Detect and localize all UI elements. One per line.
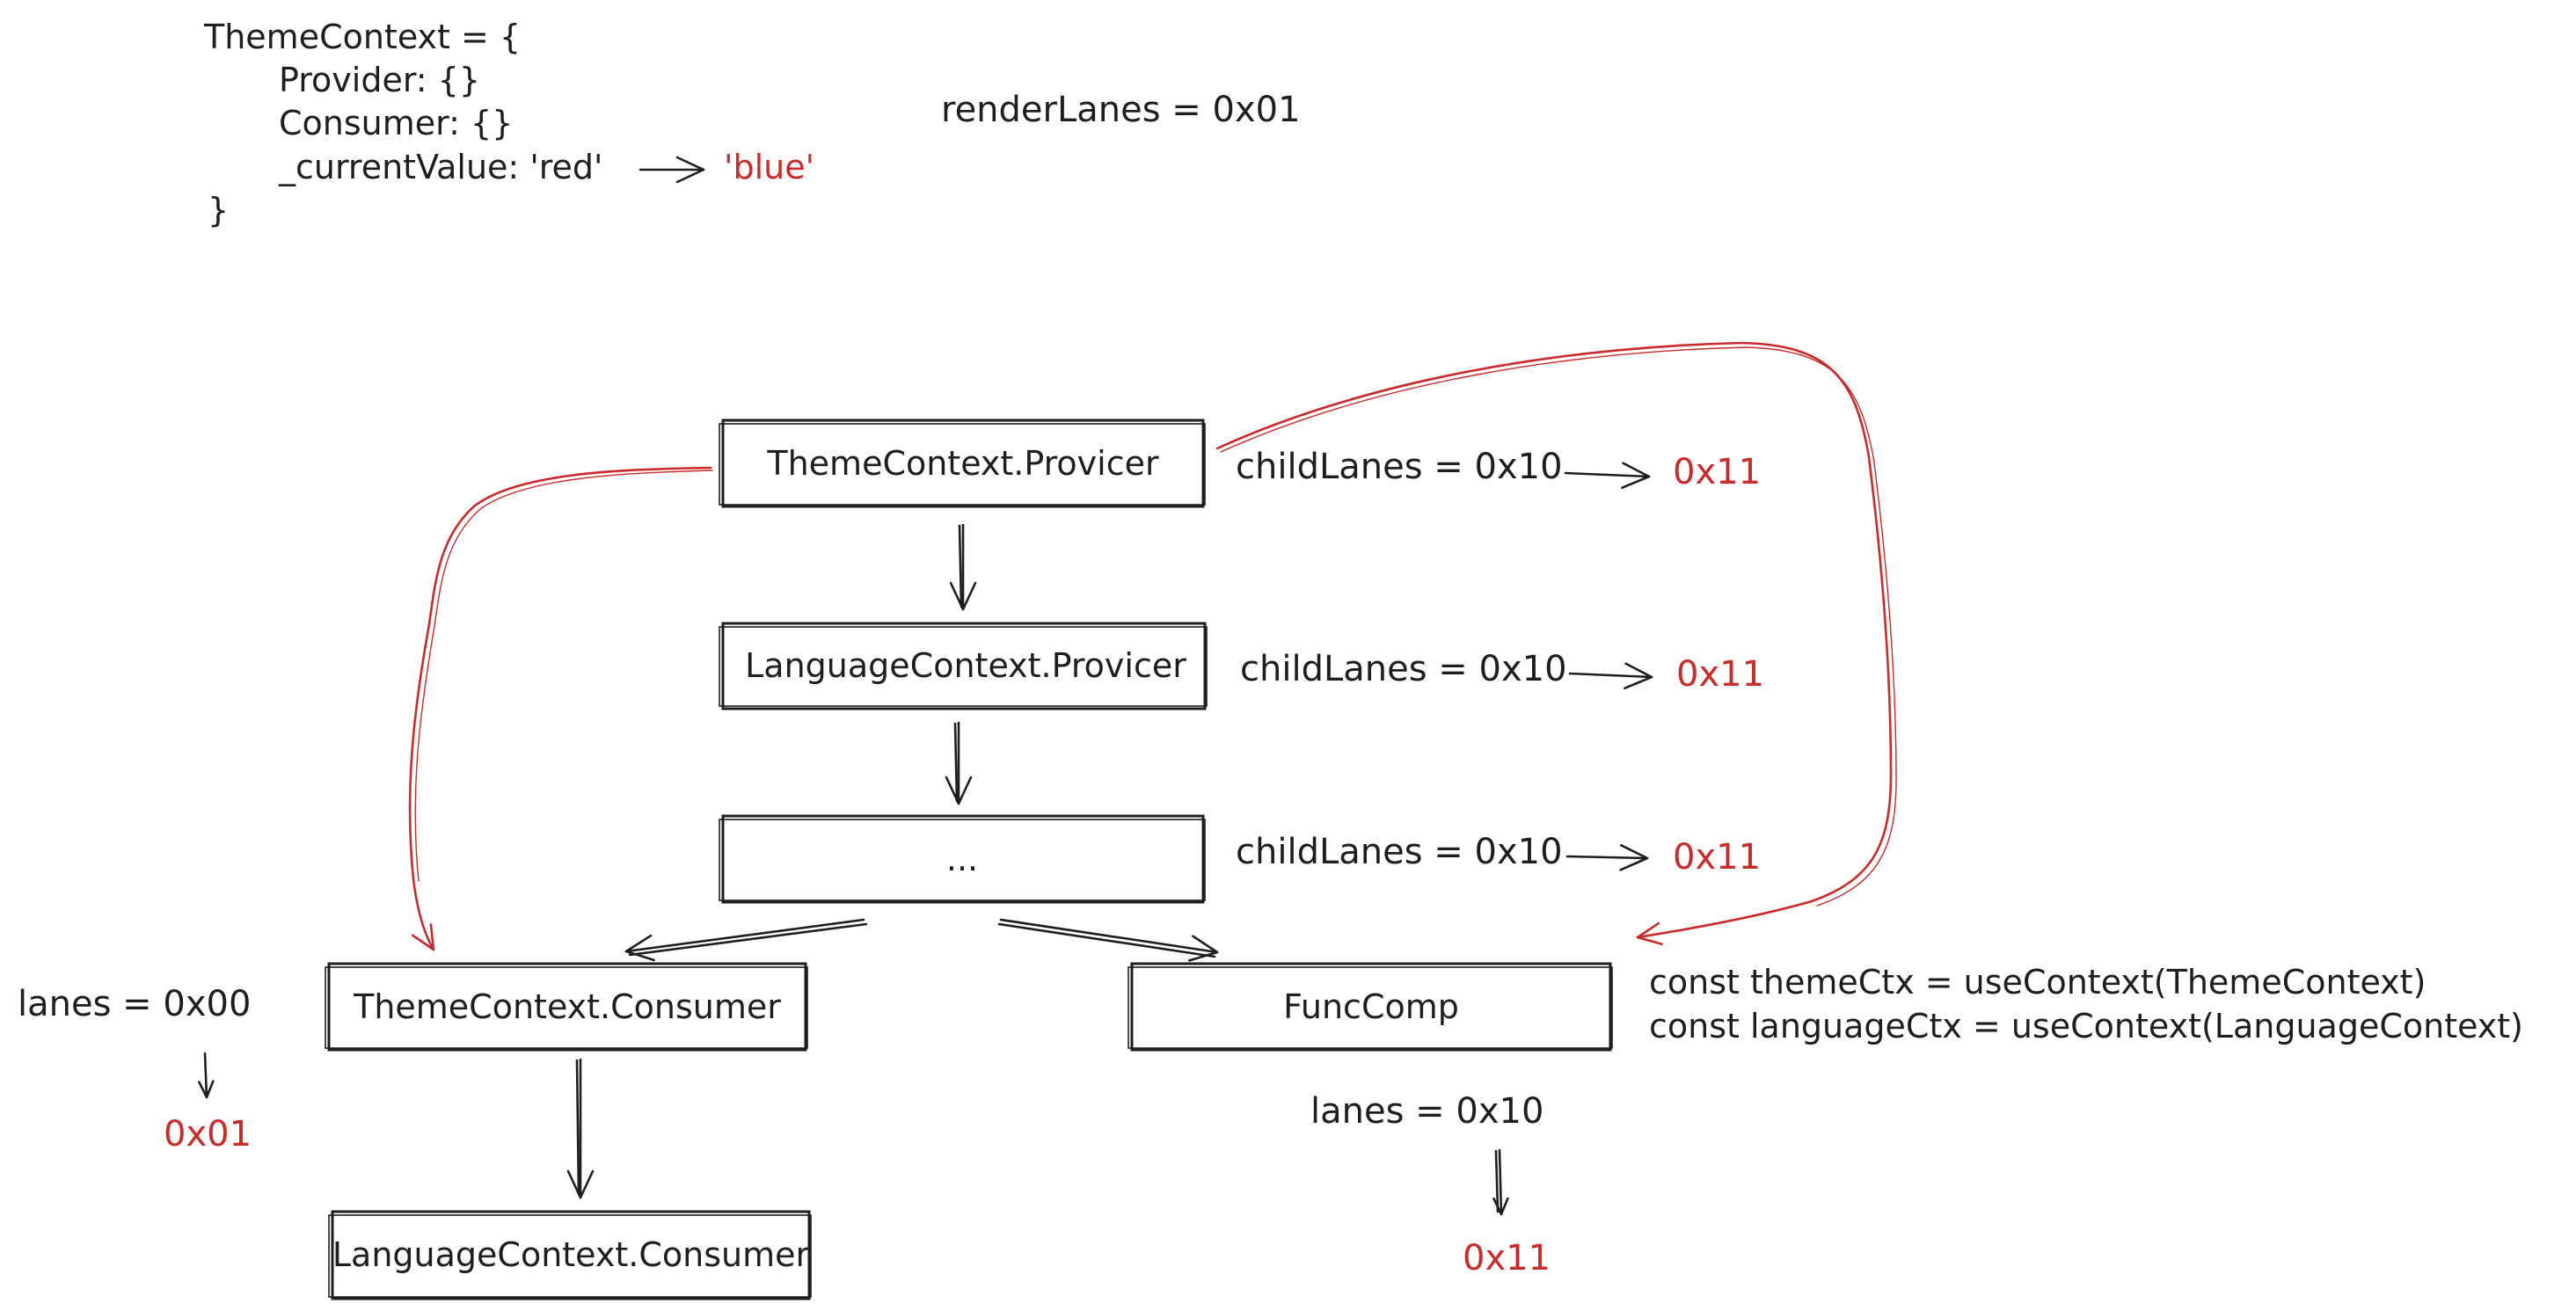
- red-propagation-curves: [408, 341, 1897, 951]
- node-ellipsis-label: ...: [946, 840, 978, 878]
- func-comp-lanes-label: lanes = 0x10: [1310, 1091, 1543, 1132]
- child-lanes-theme-provider: childLanes = 0x10 0x11: [1236, 447, 1761, 492]
- child-lanes-label-2: childLanes = 0x10: [1240, 649, 1567, 689]
- node-func-comp-label: FuncComp: [1283, 987, 1459, 1026]
- child-lanes-new-value-3: 0x11: [1673, 837, 1761, 878]
- func-comp-lanes-arrow: [1500, 1148, 1501, 1216]
- func-comp-code-line-1: const themeCtx = useContext(ThemeContext…: [1649, 963, 2426, 1001]
- child-lanes-label-1: childLanes = 0x10: [1236, 447, 1563, 487]
- node-theme-provider: ThemeContext.Provicer: [719, 419, 1206, 508]
- func-comp-lanes: lanes = 0x10 0x11: [1310, 1091, 1551, 1278]
- node-language-consumer: LanguageContext.Consumer: [328, 1210, 812, 1300]
- code-line-4-key: _currentValue: 'red': [278, 148, 603, 186]
- child-lanes-label-3: childLanes = 0x10: [1236, 832, 1563, 872]
- theme-consumer-lanes-new-value: 0x01: [164, 1114, 252, 1154]
- theme-context-object: ThemeContext = { Provider: {} Consumer: …: [203, 18, 814, 229]
- child-lanes-ellipsis: childLanes = 0x10 0x11: [1236, 832, 1761, 878]
- child-lanes-language-provider: childLanes = 0x10 0x11: [1240, 649, 1764, 695]
- edge-ellipsis-to-func-comp: [999, 918, 1219, 962]
- code-line-1: ThemeContext = {: [203, 18, 521, 56]
- node-theme-consumer-label: ThemeContext.Consumer: [353, 987, 781, 1026]
- provider-to-theme-consumer-curve: [408, 466, 712, 951]
- node-language-provider-label: LanguageContext.Provicer: [745, 646, 1186, 685]
- theme-consumer-lanes: lanes = 0x00 0x01: [18, 984, 252, 1154]
- child-lanes-new-value-2: 0x11: [1676, 654, 1764, 695]
- provider-to-funccomp-curve: [1215, 341, 1893, 946]
- node-language-provider: LanguageContext.Provicer: [719, 622, 1208, 710]
- node-language-consumer-label: LanguageContext.Consumer: [332, 1235, 810, 1274]
- code-line-5: }: [208, 191, 229, 229]
- theme-consumer-lanes-arrow: [205, 1052, 207, 1099]
- code-line-2: Provider: {}: [279, 61, 480, 99]
- node-theme-consumer: ThemeContext.Consumer: [325, 962, 808, 1052]
- child-lanes-new-value-1: 0x11: [1673, 452, 1761, 492]
- node-ellipsis: ...: [719, 814, 1206, 904]
- node-func-comp: FuncComp: [1127, 962, 1613, 1052]
- func-comp-code: const themeCtx = useContext(ThemeContext…: [1649, 963, 2523, 1045]
- func-comp-code-line-2: const languageCtx = useContext(LanguageC…: [1649, 1007, 2523, 1045]
- tree-edges: [566, 523, 1219, 1199]
- render-lanes-label: renderLanes = 0x01: [941, 90, 1301, 130]
- node-theme-provider-label: ThemeContext.Provicer: [766, 444, 1159, 483]
- child-lanes-arrow-2: [1568, 662, 1653, 689]
- child-lanes-arrow-1: [1564, 462, 1651, 490]
- edge-ellipsis-to-theme-consumer: [624, 918, 865, 962]
- child-lanes-arrow-3: [1565, 844, 1649, 871]
- theme-consumer-lanes-label: lanes = 0x00: [18, 984, 251, 1024]
- code-line-4-new-value: 'blue': [724, 148, 814, 186]
- code-line-3: Consumer: {}: [279, 104, 513, 142]
- func-comp-lanes-new-value: 0x11: [1463, 1238, 1551, 1278]
